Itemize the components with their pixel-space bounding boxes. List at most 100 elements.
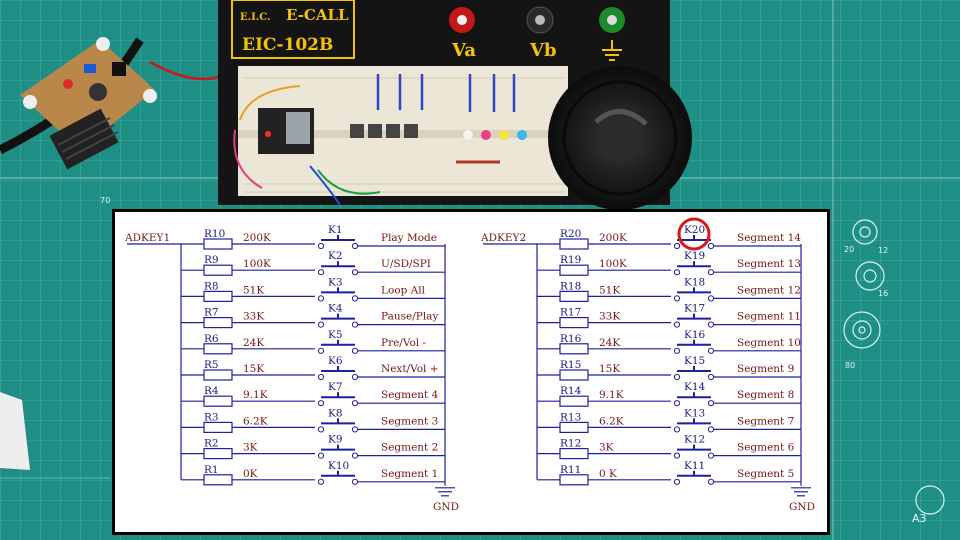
switch-pin (673, 295, 681, 302)
switch-pin (317, 478, 325, 485)
model-label: EIC-102B (242, 35, 333, 55)
switch-pin (317, 321, 325, 328)
switch-pin (351, 295, 359, 302)
resistor-value: 0K (243, 468, 258, 480)
key-function: U/SD/SPI (381, 258, 431, 270)
resistor-value: 15K (599, 363, 620, 375)
resistor-ref: R1 (204, 464, 219, 476)
key-function: Pause/Play (381, 311, 438, 323)
key-function: Segment 4 (381, 389, 439, 401)
resistor-value: 9.1K (243, 389, 268, 401)
switch-pin (707, 426, 715, 433)
resistor-symbol (203, 421, 233, 433)
switch-pin (351, 400, 359, 407)
switch-pin (673, 347, 681, 354)
resistor-ref: R7 (204, 307, 219, 319)
key-function: Segment 8 (737, 389, 794, 401)
resistor-symbol (559, 395, 589, 407)
key-function: Segment 9 (737, 363, 794, 375)
resistor-symbol (559, 448, 589, 460)
resistor-value: 6.2K (243, 415, 268, 427)
switch-pin (317, 269, 325, 276)
key-label: K16 (684, 329, 706, 341)
resistor-value: 33K (243, 311, 264, 323)
resistor-value: 0 K (599, 468, 617, 480)
switch-pin (707, 321, 715, 328)
switch-pin (351, 426, 359, 433)
switch-pin (317, 242, 325, 250)
resistor-value: 3K (599, 442, 614, 454)
speaker (548, 66, 692, 210)
resistor-symbol (559, 264, 589, 276)
mat-number: 70 (100, 196, 110, 205)
resistor-symbol (559, 316, 589, 329)
key-function: Segment 14 (737, 232, 801, 244)
resistor-ref: R4 (204, 385, 219, 397)
key-label: K17 (684, 303, 705, 315)
terminal-va[interactable] (449, 7, 475, 33)
key-label: K1 (328, 224, 343, 236)
terminal-va-label: Va (451, 40, 476, 61)
key-label: K18 (684, 276, 705, 288)
resistor-ref: R20 (560, 228, 581, 240)
switch-pin (673, 242, 681, 250)
power-module (0, 37, 157, 170)
mat-number: 80 (845, 361, 855, 370)
resistor-ref: R18 (560, 280, 581, 292)
key-label: K2 (328, 250, 343, 262)
key-label: K12 (684, 434, 705, 446)
key-label: K8 (328, 407, 343, 419)
key-label: K5 (328, 329, 343, 341)
switch-pin (673, 452, 681, 459)
brand-small-label: E.I.C. (240, 12, 271, 23)
key-label: K4 (328, 303, 343, 315)
right-gnd-label: GND (789, 501, 815, 513)
switch-pin (351, 347, 359, 354)
key-function: Segment 1 (381, 468, 438, 480)
resistor-ref: R2 (204, 438, 219, 450)
resistor-ref: R14 (560, 385, 582, 397)
terminal-vb-label: Vb (529, 40, 557, 61)
key-function: Segment 6 (737, 442, 795, 454)
switch-pin (351, 269, 359, 276)
key-function: Segment 2 (381, 442, 438, 454)
resistor-symbol (559, 343, 589, 355)
resistor-ref: R11 (560, 464, 581, 476)
resistor-value: 24K (599, 337, 620, 349)
mat-corner-label: A3 (912, 512, 927, 525)
terminal-ground[interactable] (599, 7, 625, 33)
switch-pin (673, 400, 681, 407)
resistor-symbol (203, 316, 233, 329)
resistor-ref: R19 (560, 254, 581, 266)
switch-pin (673, 426, 681, 433)
key-label: K19 (684, 250, 705, 262)
key-function: Pre/Vol - (381, 337, 426, 349)
switch-pin (707, 295, 715, 302)
resistor-value: 24K (243, 337, 264, 349)
resistor-value: 200K (243, 232, 271, 244)
resistor-symbol (559, 290, 589, 303)
resistor-value: 200K (599, 232, 627, 244)
mat-number: 12 (878, 246, 888, 255)
resistor-ref: R15 (560, 359, 581, 371)
resistor-symbol (203, 395, 233, 407)
terminal-vb[interactable] (526, 6, 554, 34)
resistor-ref: R6 (204, 333, 219, 345)
key-label: K3 (328, 276, 343, 288)
key-function: Play Mode (381, 232, 437, 244)
resistor-value: 6.2K (599, 415, 624, 427)
switch-pin (351, 321, 359, 328)
key-label: K15 (684, 355, 705, 367)
resistor-value: 3K (243, 442, 258, 454)
switch-pin (317, 426, 325, 433)
ground-symbol-icon (602, 40, 622, 61)
switch-pin (673, 269, 681, 276)
switch-pin (707, 269, 715, 276)
resistor-value: 15K (243, 363, 264, 375)
resistor-symbol (203, 474, 233, 486)
resistor-symbol (203, 238, 233, 250)
switch-pin (707, 373, 715, 381)
k20-highlight-circle (677, 217, 711, 251)
breadboard (233, 66, 568, 206)
